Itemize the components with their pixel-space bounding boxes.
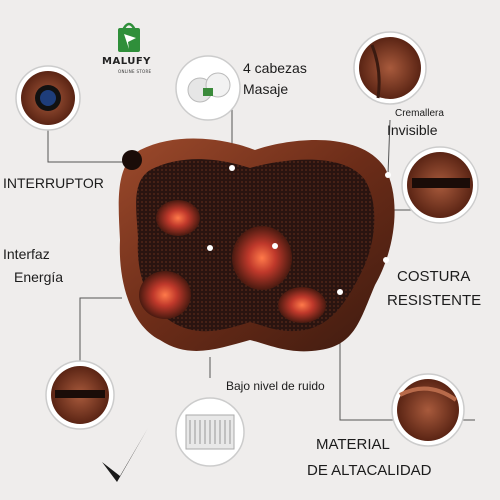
label-energy: Energía <box>14 269 64 285</box>
dot-marker <box>383 257 389 263</box>
dot-marker <box>229 165 235 171</box>
detail-material <box>391 373 465 447</box>
checkmark-icon <box>102 428 148 482</box>
shopping-bag-icon <box>118 22 140 52</box>
dot-marker <box>272 243 278 249</box>
detail-seam <box>401 146 479 224</box>
logo-name: MALUFY <box>102 56 151 67</box>
label-noise: Bajo nivel de ruido <box>226 379 325 393</box>
label-material-top: MATERIAL <box>316 436 390 453</box>
heat-node-2 <box>139 271 191 319</box>
label-zipper-bottom: Invisible <box>387 122 438 138</box>
label-interface: Interfaz <box>3 246 50 262</box>
logo-tagline: ONLINE STORE <box>118 69 152 74</box>
power-switch <box>122 150 142 170</box>
dot-marker <box>337 289 343 295</box>
dot-marker <box>385 172 391 178</box>
detail-switch <box>15 65 81 131</box>
label-zipper-top: Cremallera <box>395 108 444 119</box>
massage-pillow <box>118 138 395 352</box>
label-seam-bottom: RESISTENTE <box>387 292 482 309</box>
heat-node-4 <box>278 287 326 323</box>
label-material-bottom: DE ALTACALIDAD <box>307 462 432 479</box>
label-massage: Masaje <box>243 81 289 97</box>
dot-marker <box>207 245 213 251</box>
heat-node-1 <box>156 200 200 236</box>
detail-heads <box>175 55 241 121</box>
label-seam-top: COSTURA <box>397 268 471 285</box>
label-switch: INTERRUPTOR <box>3 175 104 191</box>
detail-interface <box>45 360 115 430</box>
detail-motor <box>175 397 245 467</box>
label-heads: 4 cabezas <box>243 60 307 76</box>
detail-zipper <box>353 31 427 105</box>
heat-node-3 <box>232 226 292 290</box>
